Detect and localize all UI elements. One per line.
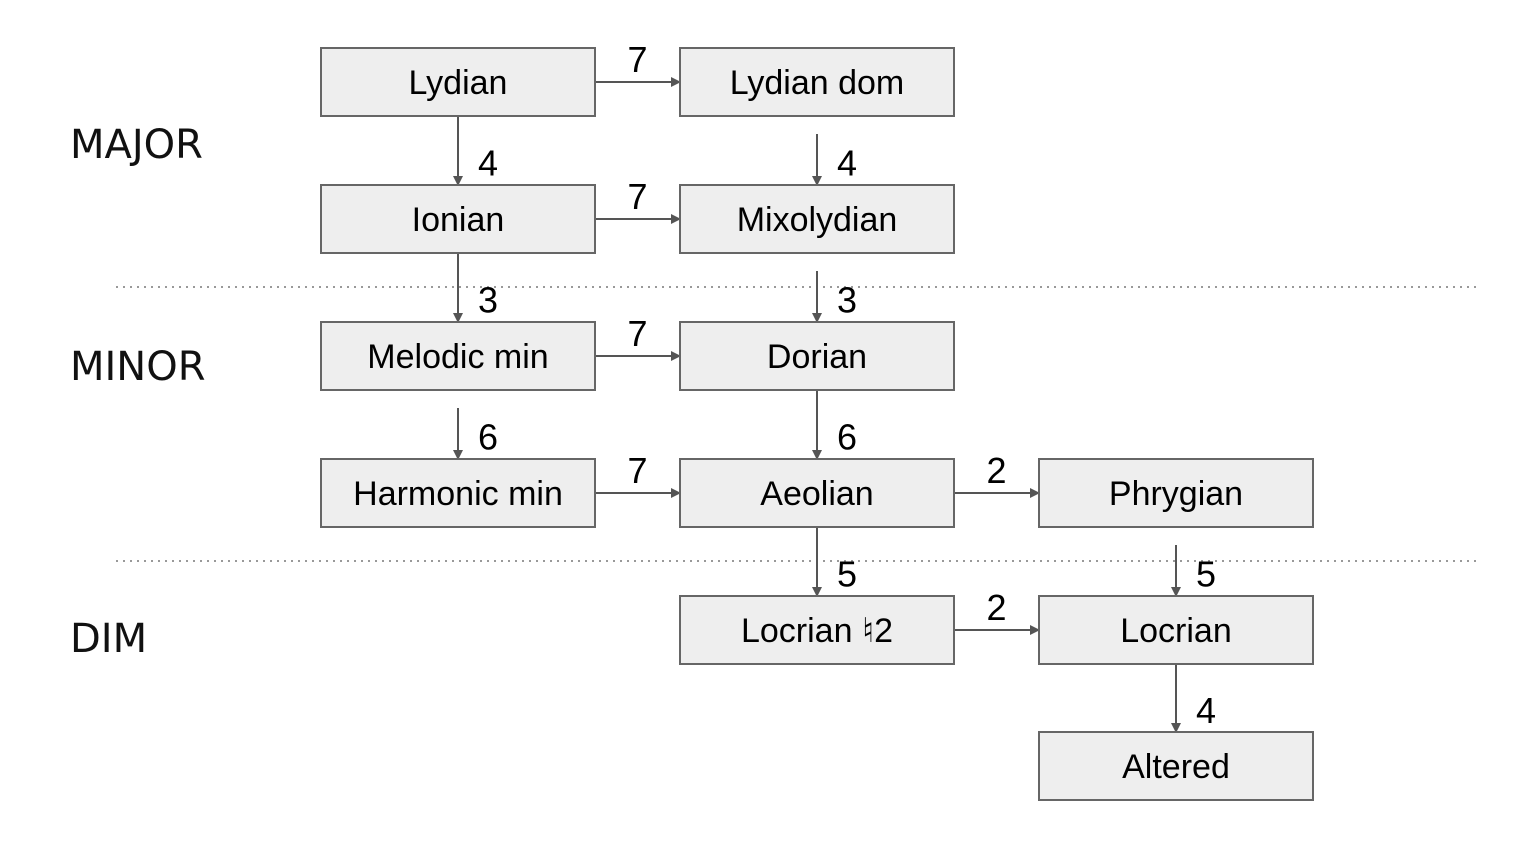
node-altered: Altered <box>1038 731 1314 801</box>
edge-ionian-to-melodic-min: 3 <box>453 253 498 323</box>
node-aeolian: Aeolian <box>679 458 955 528</box>
node-box <box>1038 595 1314 665</box>
edge-label: 3 <box>837 280 857 321</box>
node-label: Aeolian <box>760 475 873 513</box>
edge-label: 7 <box>627 313 647 354</box>
edge-locrian-nat2-to-locrian: 2 <box>954 587 1040 635</box>
node-label: Locrian <box>1120 612 1232 650</box>
node-dorian: Dorian <box>679 321 955 391</box>
node-label: Melodic min <box>367 338 548 376</box>
edge-label: 4 <box>478 143 498 184</box>
edge-melodic-min-to-dorian: 7 <box>595 313 681 361</box>
node-melodic-min: Melodic min <box>320 321 596 391</box>
edges-layer: 7 4 4 7 3 3 7 6 6 7 2 5 5 2 4 <box>453 39 1216 733</box>
edge-mixolydian-to-dorian: 3 <box>812 271 857 323</box>
node-label: Lydian <box>409 64 508 102</box>
node-label: Ionian <box>412 201 505 239</box>
node-label: Phrygian <box>1109 475 1243 513</box>
node-box <box>320 184 596 254</box>
node-box <box>320 47 596 117</box>
node-label: Harmonic min <box>353 475 563 513</box>
node-box <box>1038 458 1314 528</box>
node-box <box>1038 731 1314 801</box>
edge-locrian-to-altered: 4 <box>1171 664 1216 733</box>
edge-label: 3 <box>478 280 498 321</box>
edge-label: 2 <box>986 450 1006 491</box>
node-label: Lydian dom <box>730 64 905 102</box>
edge-label: 2 <box>986 587 1006 628</box>
edge-ionian-to-mixolydian: 7 <box>595 176 681 224</box>
node-locrian-nat2: Locrian ♮2 <box>679 595 955 665</box>
node-mixolydian: Mixolydian <box>679 184 955 254</box>
edge-melodic-min-to-harmonic-min: 6 <box>453 408 498 460</box>
edge-label: 6 <box>478 417 498 458</box>
section-label-minor: MINOR <box>70 344 206 390</box>
node-box <box>679 458 955 528</box>
edge-aeolian-to-phrygian: 2 <box>954 450 1040 498</box>
edge-lydian-dom-to-mixolydian: 4 <box>812 134 857 186</box>
node-lydian: Lydian <box>320 47 596 117</box>
node-label: Mixolydian <box>737 201 898 239</box>
edge-label: 5 <box>1196 554 1216 595</box>
edge-label: 4 <box>1196 690 1216 731</box>
node-harmonic-min: Harmonic min <box>320 458 596 528</box>
edge-label: 7 <box>627 176 647 217</box>
edge-lydian-to-lydian-dom: 7 <box>595 39 681 87</box>
edge-label: 4 <box>837 143 857 184</box>
section-label-major: MAJOR <box>70 122 203 168</box>
edge-lydian-to-ionian: 4 <box>453 116 498 186</box>
node-box <box>320 458 596 528</box>
node-box <box>320 321 596 391</box>
edge-dorian-to-aeolian: 6 <box>812 390 857 460</box>
node-box <box>679 184 955 254</box>
node-box <box>679 47 955 117</box>
edge-phrygian-to-locrian: 5 <box>1171 545 1216 597</box>
edge-label: 6 <box>837 417 857 458</box>
node-label: Locrian ♮2 <box>741 612 893 650</box>
node-phrygian: Phrygian <box>1038 458 1314 528</box>
edge-label: 5 <box>837 554 857 595</box>
node-label: Dorian <box>767 338 867 376</box>
edge-label: 7 <box>627 450 647 491</box>
node-locrian: Locrian <box>1038 595 1314 665</box>
node-box <box>679 595 955 665</box>
node-label: Altered <box>1122 748 1230 786</box>
edge-harmonic-min-to-aeolian: 7 <box>595 450 681 498</box>
node-ionian: Ionian <box>320 184 596 254</box>
node-lydian-dom: Lydian dom <box>679 47 955 117</box>
section-label-dim: DIM <box>70 616 147 662</box>
edge-label: 7 <box>627 39 647 80</box>
edge-aeolian-to-locrian-nat2: 5 <box>812 527 857 597</box>
node-box <box>679 321 955 391</box>
